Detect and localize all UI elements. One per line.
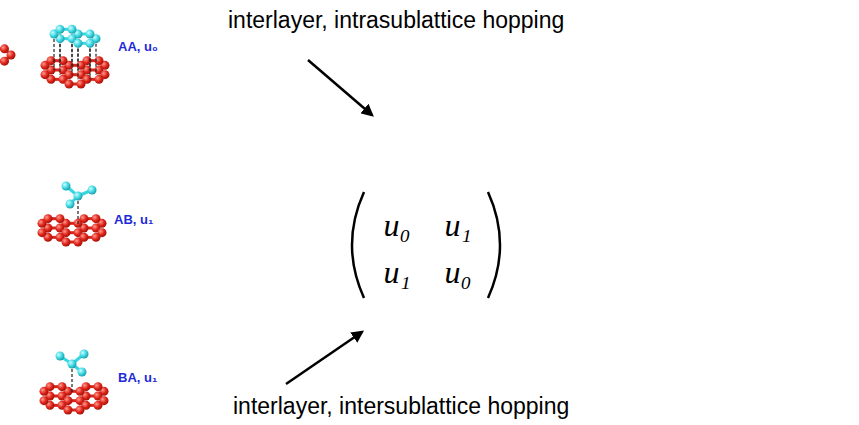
atom [74,39,83,48]
atom [46,382,55,391]
atom [41,70,50,79]
atom [0,57,9,66]
stacking-label: BA, u₁ [118,371,157,386]
atom [66,200,75,209]
matrix-bracket [352,192,364,298]
atom-layer [56,350,89,377]
atom [82,382,91,391]
atom [40,396,49,405]
matrix-bracket [488,192,500,298]
atom-layer [62,182,97,209]
stacking-label: AA, u₀ [118,40,158,55]
atom [74,238,83,247]
stacking-label: AB, u₁ [114,213,153,228]
atom [77,80,86,89]
atom [76,406,85,415]
atom [92,233,101,242]
atom [0,44,9,53]
atom-layer [0,44,16,65]
atom [68,360,77,369]
matrix-entry: u₁ [444,207,471,244]
hopping-caption: interlayer, intrasublattice hopping [228,7,564,33]
atom [94,401,103,410]
atom [44,214,53,223]
atom [56,352,65,361]
atom [58,382,67,391]
atom [62,182,71,191]
atom-layer [41,56,110,88]
atom [38,228,47,237]
interlayer-bond [95,39,96,75]
interlayer-bond [53,34,54,70]
atom [95,75,104,84]
matrix-entry: u₁ [383,254,410,291]
atom [56,25,65,34]
leader-arrow [286,332,362,384]
atom-layer [38,214,107,246]
atom [78,368,87,377]
atom [65,80,74,89]
matrix-entry: u₀ [444,254,471,291]
matrix-entry: u₀ [383,207,410,244]
atom [62,238,71,247]
atom [94,382,103,391]
atom [56,214,65,223]
lattice-illustration [0,25,110,415]
atom-layer [50,25,101,48]
hopping-caption: interlayer, intersublattice hopping [233,393,569,419]
atom [86,30,95,39]
atom [80,350,89,359]
atom-layer [40,382,109,414]
leader-arrow [308,60,372,115]
atom [74,192,83,201]
atom [88,186,97,195]
interlayer-bond [77,43,78,79]
atom [64,406,73,415]
atom [92,214,101,223]
atom [7,51,16,60]
atom [68,25,77,34]
atom [86,39,95,48]
atom [80,214,89,223]
